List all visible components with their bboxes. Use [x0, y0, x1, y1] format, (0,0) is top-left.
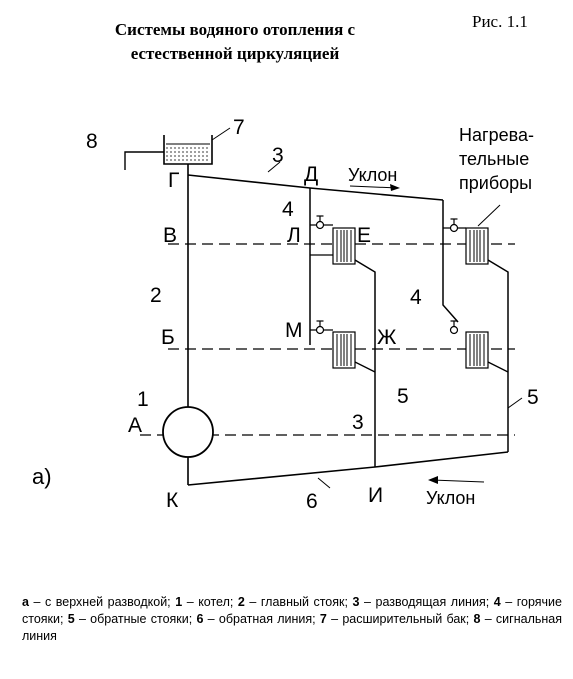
boiler: [162, 406, 214, 458]
return-line: [187, 451, 509, 486]
label-3-bottom: 3: [352, 411, 364, 434]
point-l: Л: [287, 224, 301, 247]
hot-riser-right: [442, 200, 459, 323]
caption-item: 5 – обратные стояки;: [67, 612, 197, 626]
title-line-2: естественной циркуляцией: [130, 44, 340, 63]
figure-number: Рис. 1.1: [472, 12, 528, 31]
pointer-line-5-right: [507, 397, 523, 409]
label-6: 6: [306, 490, 318, 513]
label-2: 2: [150, 284, 162, 307]
caption-item: 6 – обратная линия;: [196, 612, 320, 626]
label-7: 7: [233, 116, 245, 139]
valve-right-bottom: [449, 320, 459, 335]
figure-title: Системы водяного отопления с естественно…: [40, 18, 430, 66]
return-riser-left: [354, 259, 376, 467]
slope-arrow-top: [349, 184, 400, 191]
figure-caption: а – с верхней разводкой; 1 – котел; 2 – …: [22, 594, 562, 645]
caption-item: 2 – главный стояк;: [237, 595, 353, 609]
caption-item: а – с верхней разводкой;: [22, 595, 176, 609]
point-b: Б: [161, 326, 175, 349]
pointer-line-heaters: [477, 204, 501, 227]
point-k: К: [166, 489, 179, 512]
point-g: Г: [168, 169, 179, 192]
point-i: И: [368, 484, 383, 507]
heaters-label-line-3: приборы: [459, 173, 532, 193]
heaters-label-line-1: Нагрева-: [459, 125, 534, 145]
pointer-line-6: [317, 477, 331, 489]
point-e: Е: [357, 224, 371, 247]
pointer-line-3: [267, 161, 281, 173]
heaters-label-line-2: тельные: [459, 149, 529, 169]
label-8: 8: [86, 130, 98, 153]
valve-right-top: [449, 218, 459, 233]
caption-item: 7 – расширительный бак;: [319, 612, 474, 626]
title-line-1: Системы водяного отопления с: [114, 20, 356, 39]
label-3-top: 3: [272, 144, 284, 167]
radiator-e: [332, 227, 356, 265]
caption-item: 8 – сигнальная линия: [22, 612, 562, 643]
point-a: А: [128, 414, 142, 437]
valve-l: [315, 215, 325, 230]
radiator-right-bottom: [465, 331, 489, 369]
return-riser-right: [487, 259, 509, 452]
valve-m: [315, 320, 325, 335]
slope-arrow-bottom: [428, 476, 485, 484]
pointer-line-7: [211, 127, 231, 141]
point-zh: Ж: [377, 326, 397, 349]
slope-label-top: Уклон: [348, 165, 397, 185]
slope-label-bottom: Уклон: [426, 488, 475, 508]
radiator-zh: [332, 331, 356, 369]
point-m: М: [285, 319, 303, 342]
label-5-right: 5: [527, 386, 539, 409]
label-4-right: 4: [410, 286, 422, 309]
expansion-tank: [163, 135, 213, 165]
heating-system-diagram: 8 7 3 4 2 1 4 5 3 5 6 Г Д В Л Е М Б Ж А …: [32, 116, 539, 513]
label-5-mid: 5: [397, 385, 409, 408]
caption-item: 3 – разводящая линия;: [352, 595, 494, 609]
label-4-top: 4: [282, 198, 294, 221]
point-d: Д: [304, 163, 318, 186]
label-1: 1: [137, 388, 149, 411]
caption-item: 1 – котел;: [175, 595, 238, 609]
caption-item: 4 – горячие стояки;: [22, 595, 562, 626]
variant-label: а): [32, 464, 52, 489]
signal-line: [124, 151, 164, 170]
point-v: В: [163, 224, 177, 247]
radiator-right-top: [465, 227, 489, 265]
